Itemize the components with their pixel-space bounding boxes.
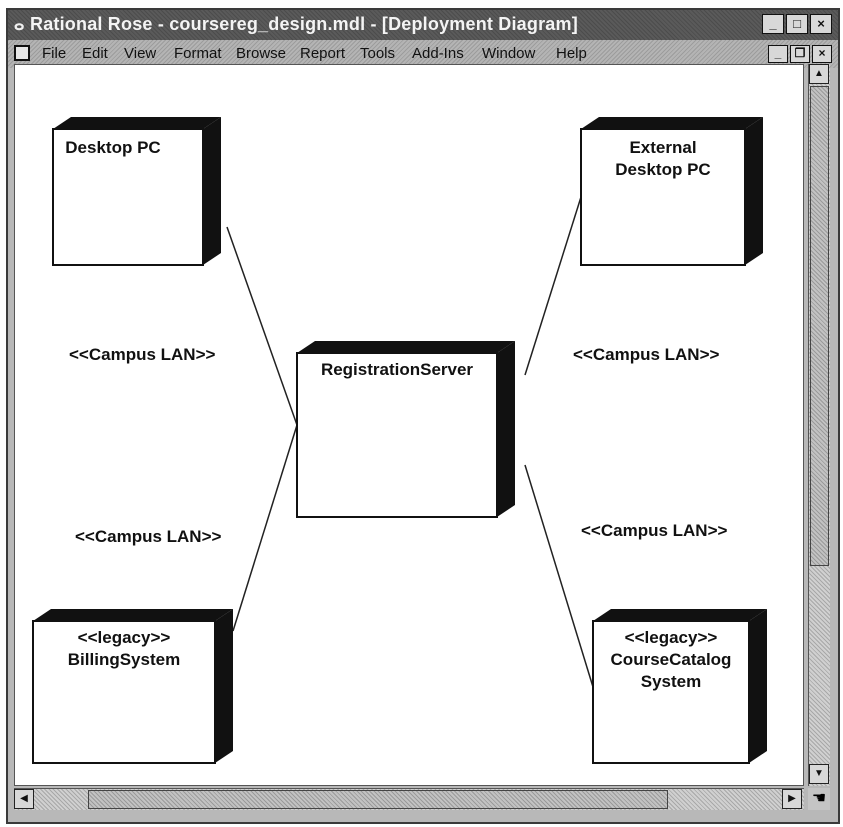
- menu-help[interactable]: Help: [556, 45, 587, 62]
- close-button[interactable]: ×: [810, 14, 832, 34]
- rose-app-icon[interactable]: ⴰ: [14, 17, 25, 34]
- menu-add-ins[interactable]: Add-Ins: [412, 45, 464, 62]
- diagram-drawing: [32, 117, 767, 764]
- menu-bar: File Edit View Format Browse Report Tool…: [8, 40, 838, 68]
- minimize-button[interactable]: _: [762, 14, 784, 34]
- title-bar[interactable]: ⴰ Rational Rose - coursereg_design.mdl -…: [8, 10, 838, 40]
- maximize-button[interactable]: □: [786, 14, 808, 34]
- scroll-up-arrow-icon[interactable]: ▲: [809, 64, 829, 84]
- node-label-course-catalog-line1: CourseCatalog: [610, 650, 732, 669]
- node-label-external-line2: Desktop PC: [615, 160, 711, 179]
- scroll-left-arrow-icon[interactable]: ◀: [14, 789, 34, 809]
- vertical-scrollbar[interactable]: ▲ ▼: [808, 64, 830, 786]
- node-external-desktop-pc[interactable]: [580, 117, 763, 266]
- connection-line-desktop[interactable]: [226, 226, 298, 426]
- doc-restore-button[interactable]: ❐: [790, 45, 810, 63]
- node-label-course-catalog-line2: System: [640, 672, 702, 691]
- node-course-catalog-system[interactable]: [592, 609, 767, 764]
- node-stereotype-billing: <<legacy>>: [77, 628, 171, 647]
- menu-format[interactable]: Format: [174, 45, 222, 62]
- doc-close-button[interactable]: ×: [812, 45, 832, 63]
- node-label-billing-system: BillingSystem: [67, 650, 181, 669]
- connection-label-desktop: <<Campus LAN>>: [69, 345, 216, 364]
- scroll-right-arrow-icon[interactable]: ▶: [782, 789, 802, 809]
- connection-line-billing[interactable]: [232, 424, 298, 632]
- doc-minimize-button[interactable]: _: [768, 45, 788, 63]
- node-label-registration-server: RegistrationServer: [320, 360, 474, 379]
- connection-label-catalog: <<Campus LAN>>: [581, 521, 728, 540]
- horizontal-scroll-thumb[interactable]: [88, 790, 668, 809]
- menu-tools[interactable]: Tools: [360, 45, 396, 62]
- node-stereotype-course-catalog: <<legacy>>: [624, 628, 718, 647]
- node-desktop-pc[interactable]: [52, 117, 221, 266]
- connection-line-external[interactable]: [524, 196, 582, 376]
- node-label-desktop-pc: Desktop PC: [65, 138, 161, 157]
- hand-cursor-icon: ☚: [808, 788, 830, 810]
- vertical-scroll-thumb[interactable]: [810, 86, 829, 566]
- scroll-down-arrow-icon[interactable]: ▼: [809, 764, 829, 784]
- node-registration-server[interactable]: [296, 341, 515, 518]
- menu-report[interactable]: Report: [300, 45, 346, 62]
- menu-browse[interactable]: Browse: [236, 45, 287, 62]
- node-label-external-line1: External: [629, 138, 697, 157]
- menu-edit[interactable]: Edit: [82, 45, 108, 62]
- document-icon[interactable]: [14, 45, 30, 61]
- horizontal-scrollbar[interactable]: ◀ ▶: [14, 788, 804, 810]
- connection-label-external: <<Campus LAN>>: [573, 345, 720, 364]
- connection-label-billing: <<Campus LAN>>: [75, 527, 222, 546]
- menu-file[interactable]: File: [42, 45, 67, 62]
- node-billing-system[interactable]: [32, 609, 233, 764]
- diagram-canvas[interactable]: Desktop PC External Desktop PC Registrat…: [14, 64, 804, 786]
- window-title: Rational Rose - coursereg_design.mdl - […: [30, 14, 578, 34]
- menu-window[interactable]: Window: [482, 45, 536, 62]
- connection-line-catalog[interactable]: [524, 464, 594, 688]
- menu-view[interactable]: View: [124, 45, 157, 62]
